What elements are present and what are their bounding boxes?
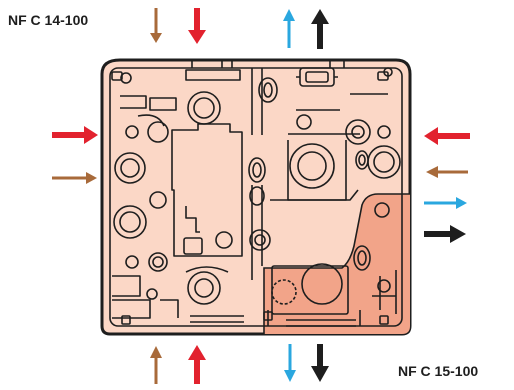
knockout	[148, 252, 168, 272]
knockout	[113, 205, 147, 239]
knockout	[289, 143, 335, 189]
terminal-knockouts	[271, 263, 391, 315]
arrow-bottom-brown-in	[150, 346, 162, 384]
knockout	[353, 245, 371, 271]
knockout	[345, 119, 371, 145]
arrow-bottom-blue-out	[284, 344, 296, 382]
standard-label-nf-c-14-100: NF C 14-100	[8, 12, 89, 28]
arrow-right-red-in	[424, 127, 470, 145]
knockout	[215, 231, 233, 249]
knockout	[249, 229, 271, 251]
knockout	[258, 77, 278, 103]
arrow-bottom-red-in	[188, 345, 206, 384]
knockout	[377, 125, 391, 139]
shaded-terminal-compartment	[263, 193, 410, 334]
arrow-right-blue-out	[424, 197, 467, 209]
arrow-right-black-out	[424, 225, 466, 243]
knockout	[355, 150, 369, 170]
arrow-bottom-black-out	[311, 344, 329, 382]
knockout	[114, 152, 146, 184]
arrow-top-black-out	[311, 9, 329, 49]
knockout	[383, 67, 393, 77]
standard-label-nf-c-15-100: NF C 15-100	[398, 363, 479, 379]
knockout	[187, 91, 221, 125]
knockout	[147, 121, 169, 143]
knockout	[125, 125, 139, 139]
knockout	[248, 157, 266, 183]
knockout	[301, 263, 343, 305]
arrow-top-blue-out	[283, 9, 295, 48]
knockout	[125, 255, 139, 269]
arrow-left-brown-in	[52, 172, 97, 184]
knockout	[377, 279, 391, 293]
knockout	[120, 72, 132, 84]
knockout	[374, 202, 390, 218]
enclosure-internal-details	[109, 60, 403, 327]
knockout	[296, 114, 312, 130]
knockout	[187, 271, 221, 305]
arrow-top-red-in	[188, 8, 206, 44]
arrow-left-red-in	[52, 126, 98, 144]
knockouts	[113, 67, 401, 305]
arrow-right-brown-in	[426, 166, 468, 178]
knockout	[149, 191, 167, 209]
knockout	[249, 186, 265, 206]
enclosure-body	[100, 58, 412, 336]
knockout	[146, 288, 158, 300]
arrow-top-brown-in	[150, 8, 162, 43]
